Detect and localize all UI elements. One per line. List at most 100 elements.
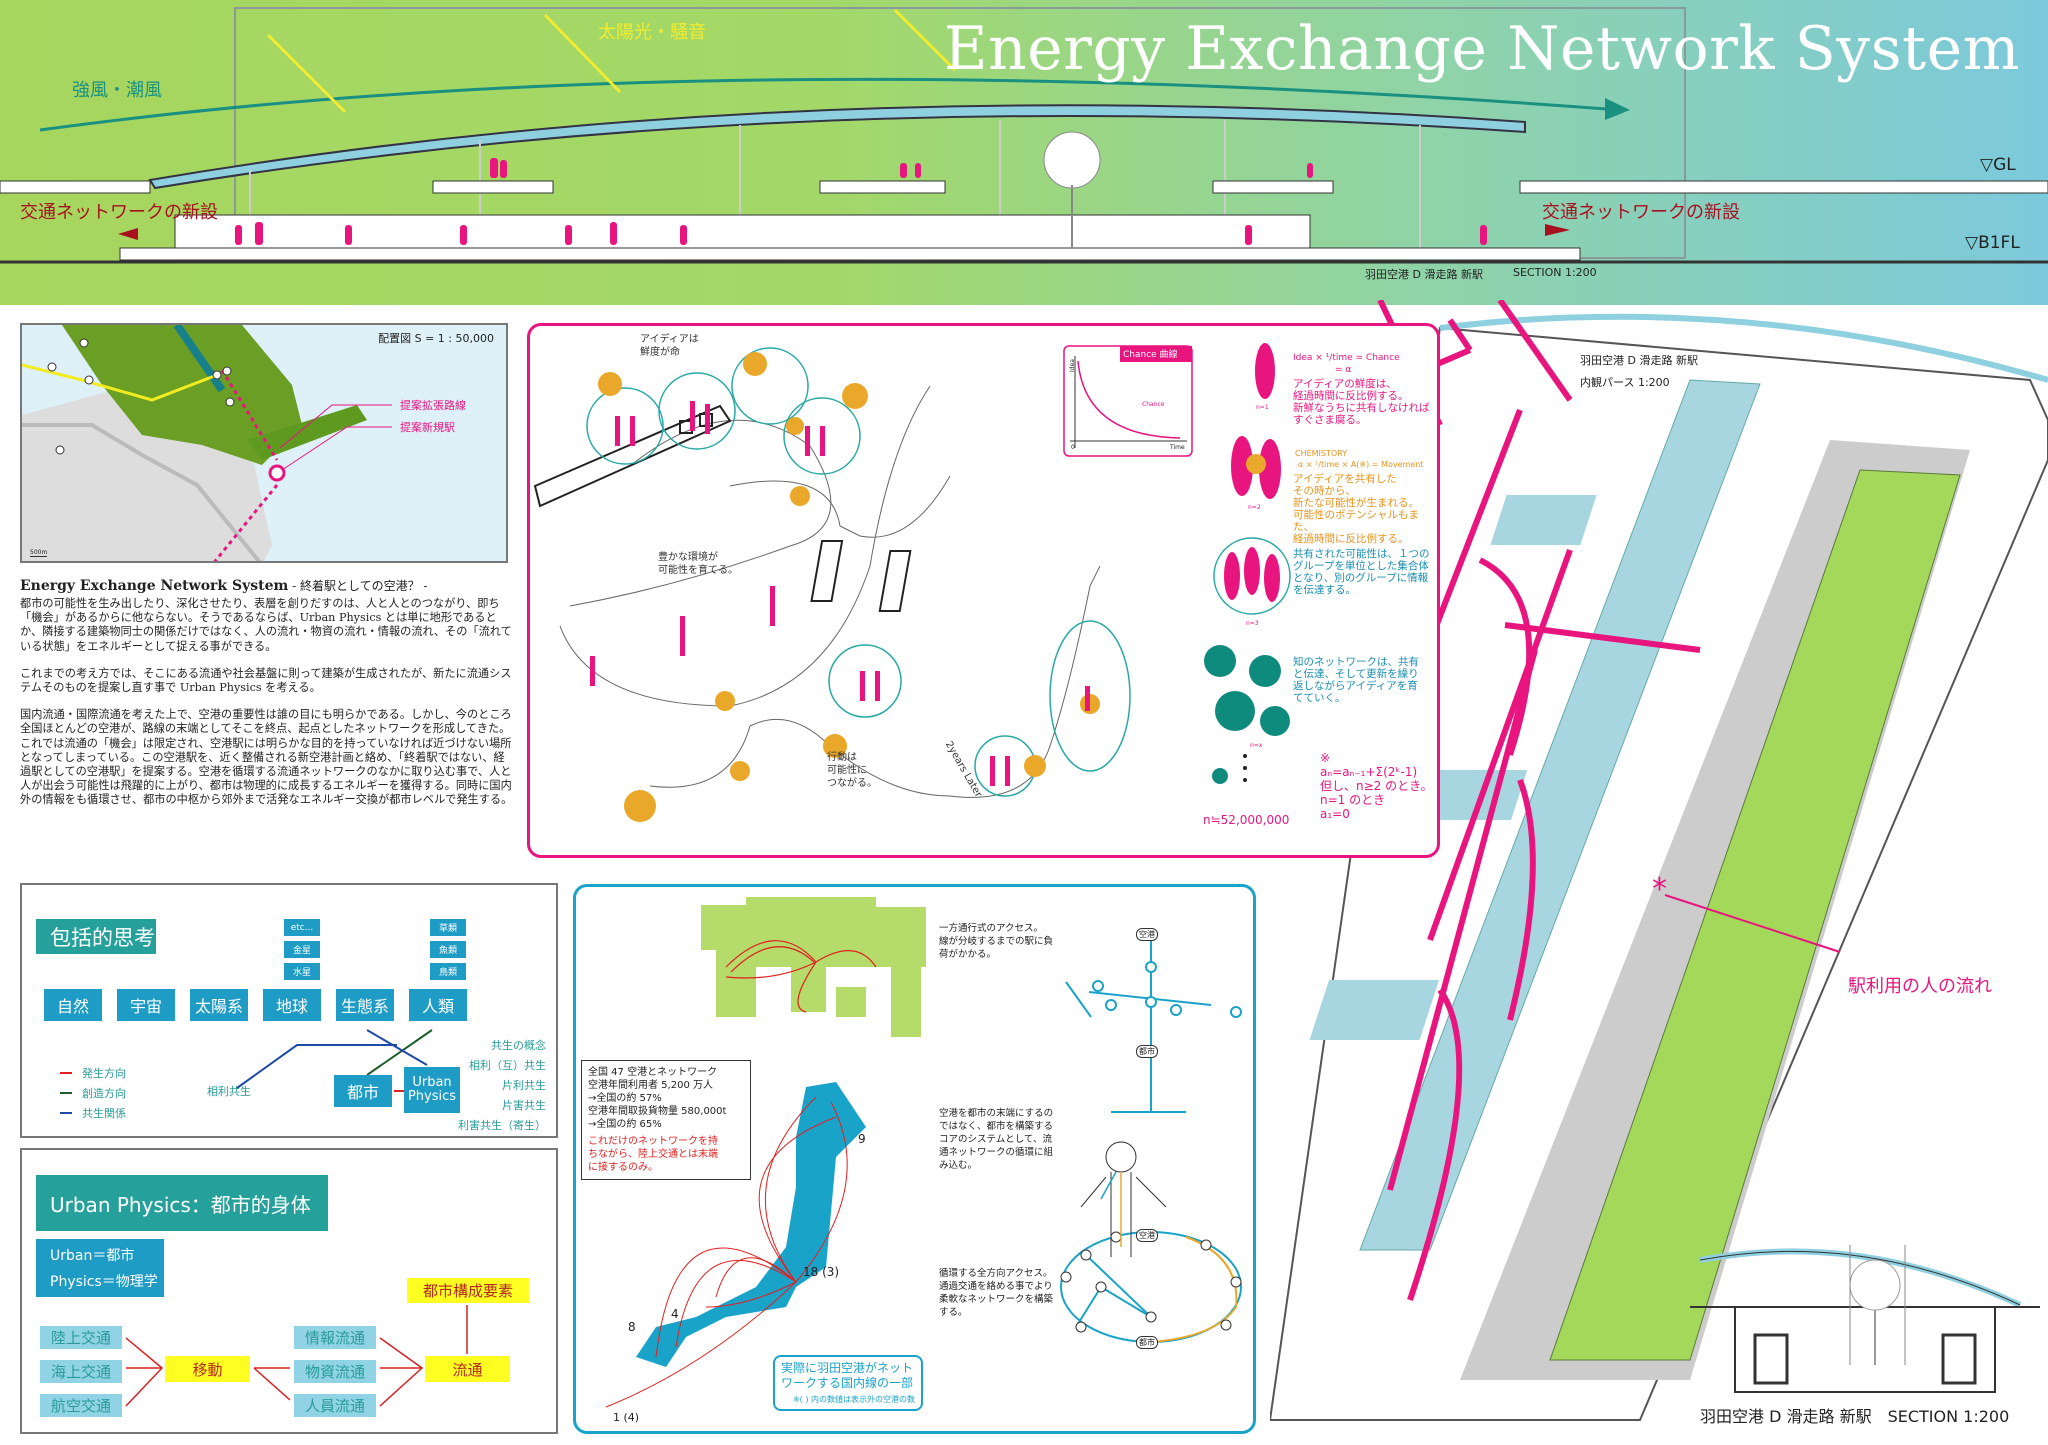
perspective-scale: 内観パース 1:200 [1580,376,1670,389]
text-line: 経過時間に反比例する。 [1293,390,1409,402]
idea-groups [586,347,1131,797]
chemistry-star [1246,454,1266,474]
stat-line: →全国の約 65% [588,1119,662,1130]
text-line: アイディアを共有した [1293,473,1397,485]
legend-generation: 発生方向 [82,1067,126,1080]
stat-warning: これだけのネットワークを持 ちながら、陸上交通とは末端 に接するのみ。 [588,1135,744,1174]
chemistory-label: CHEMISTORY [1295,449,1348,458]
gl-slab-left [0,180,151,194]
text-line: 通過交通を絡める事でより [939,1281,1053,1292]
chance-graph-y-label: Idea [1068,359,1076,372]
corridor-blue [1359,379,1761,1251]
scale-bar: 500m [30,549,48,557]
section-caption-scale: SECTION 1:200 [1513,266,1597,279]
callout-line: ワークする国内線の一部 [781,1376,914,1390]
node-fish: 魚類 [430,941,466,958]
proposed-station-icon [268,464,286,482]
n1-label: n=1 [1256,404,1269,411]
nx-label: n=x [1250,742,1263,749]
airport-network-panel: 一方通行式のアクセス。線が分岐するまでの駅に負荷がかかる。 空港 都市 空港 都… [573,884,1256,1434]
text-loop-access: 循環する全方向アクセス。通過交通を絡める事でより柔軟なネットワークを構築する。 [939,1267,1053,1319]
formula-movement: α × ¹/time × A(※) = Movement [1298,460,1424,469]
symbiosis-line [236,1044,397,1089]
node-people-flow: 人員流通 [294,1394,376,1417]
site-map: 配置図 S = 1 : 50,000 提案拡張路線 提案新規駅 500m [20,323,508,563]
text-line: 新鮮なうちに共有しなければ [1293,402,1430,414]
node-birds: 鳥類 [430,963,466,980]
node-earth: 地球 [263,989,321,1021]
chance-graph-x-label: Time [1170,444,1185,451]
gl-slab [819,180,946,194]
text-line: 返しながらアイディアを育 [1293,680,1418,692]
leader-line [281,426,392,471]
arrow-right-icon [1545,224,1570,236]
text-line: する。 [939,1307,968,1318]
text-line: 可能性のポテンシャルもまた、 [1293,509,1419,533]
network-label-left: 交通ネットワークの新設 [20,202,218,223]
text-line: 通ネットワークの循環に組 [939,1147,1054,1158]
text-line: 新たな可能性が生まれる。 [1293,497,1419,509]
section-drawing [0,7,2048,264]
text-line: 経過時間に反比例する。 [1293,533,1409,545]
node-movement: 移動 [165,1356,250,1382]
domestic-routes [605,1096,848,1408]
sun-label: 太陽光・騒音 [598,22,706,43]
text-one-way: 一方通行式のアクセス。線が分岐するまでの駅に負荷がかかる。 [939,922,1053,961]
network-label-right: 交通ネットワークの新設 [1542,202,1740,223]
wind-arrow [39,77,1621,132]
people-figures [235,158,1487,245]
flow-label: 駅利用の人の流れ [1848,976,1992,997]
symbiosis-type: 片利共生 [502,1079,546,1092]
text-line: み込む。 [939,1160,978,1171]
rail-line [22,363,218,402]
text-line: 空港を都市の末端にするの [939,1108,1054,1119]
flow-arrows [125,1305,468,1407]
holistic-thinking-panel: 包括的思考 自然 宇宙 太陽系 地球 生態系 人類 etc... 金星 水星 草… [20,883,558,1138]
symbiosis-type: 利害共生（寄生） [458,1119,546,1132]
text-line: 柔軟なネットワークを構築 [939,1294,1054,1305]
caption-line: 豊かな環境が [658,552,718,563]
b1fl-level-label: ▽B1FL [1965,233,2020,253]
text-line: アイディアの鮮度は、 [1293,378,1397,390]
chance-curve-label: Chance [1142,401,1165,408]
creation-arrow [366,1029,433,1076]
star-icons [598,352,1100,822]
node-solar-system: 太陽系 [190,989,248,1021]
escalator-sketch [810,540,912,612]
node-humanity: 人類 [409,989,467,1021]
text-line: コアのシステムとして、流 [939,1134,1052,1145]
stat-line: 空港年間取扱貨物量 580,000t [588,1106,727,1117]
gl-slab-right [1519,180,2048,194]
loop-network-orange [1150,1236,1238,1343]
stat-line: に接するのみ。 [588,1162,658,1173]
count-north: 9 [858,1132,866,1146]
flow-leader-line [1664,894,1841,953]
note-formula: aₙ=aₙ₋₁+Σ(2ᵏ-1) [1320,765,1418,779]
gl-slab [432,180,554,194]
essay-subtitle: - 終着駅としての空港？ - [288,579,428,593]
caption-line: 可能性を育てる。 [658,565,738,576]
caption-line: 鮮度が命 [640,347,680,358]
text-group: 共有された可能性は、１つのグループを単位とした集合体となり、別のグループに情報を… [1293,548,1430,596]
legend-symbiosis: 共生関係 [82,1107,126,1120]
stat-line: →全国の約 57% [588,1093,662,1104]
text-line: 循環する全方向アクセス。 [939,1268,1053,1279]
node-mercury: 水星 [284,963,320,980]
text-line: てていく。 [1293,692,1346,704]
count-okinawa: 1 (4) [613,1411,640,1424]
formula-chance: Idea × ¹/time = Chance [1293,353,1400,363]
stat-line: ちながら、陸上交通とは末端 [588,1149,718,1160]
n2-label: n=2 [1248,504,1261,511]
sketch-caption-freshness: アイディアは鮮度が命 [640,333,699,359]
legend-creation: 創造方向 [82,1087,126,1100]
stat-line: これだけのネットワークを持 [588,1136,718,1147]
essay-paragraph: これまでの考え方では、そこにある流通や社会基盤に則って建築が生成されたが、新たに… [20,666,512,695]
formula-chance-alpha: = α [1335,365,1352,375]
node-land-transport: 陸上交通 [40,1326,122,1349]
node-nature: 自然 [44,989,102,1021]
recurrence-note: ※ aₙ=aₙ₋₁+Σ(2ᵏ-1) 但し、n≥2 のとき。 n=1 のとき a₁… [1320,751,1433,821]
text-line: その時から、 [1293,485,1356,497]
node-urban-element: 都市構成要素 [407,1278,529,1303]
sketch-caption-action: 行動は可能性につながる。 [827,751,877,790]
text-line: を伝達する。 [1293,584,1356,596]
